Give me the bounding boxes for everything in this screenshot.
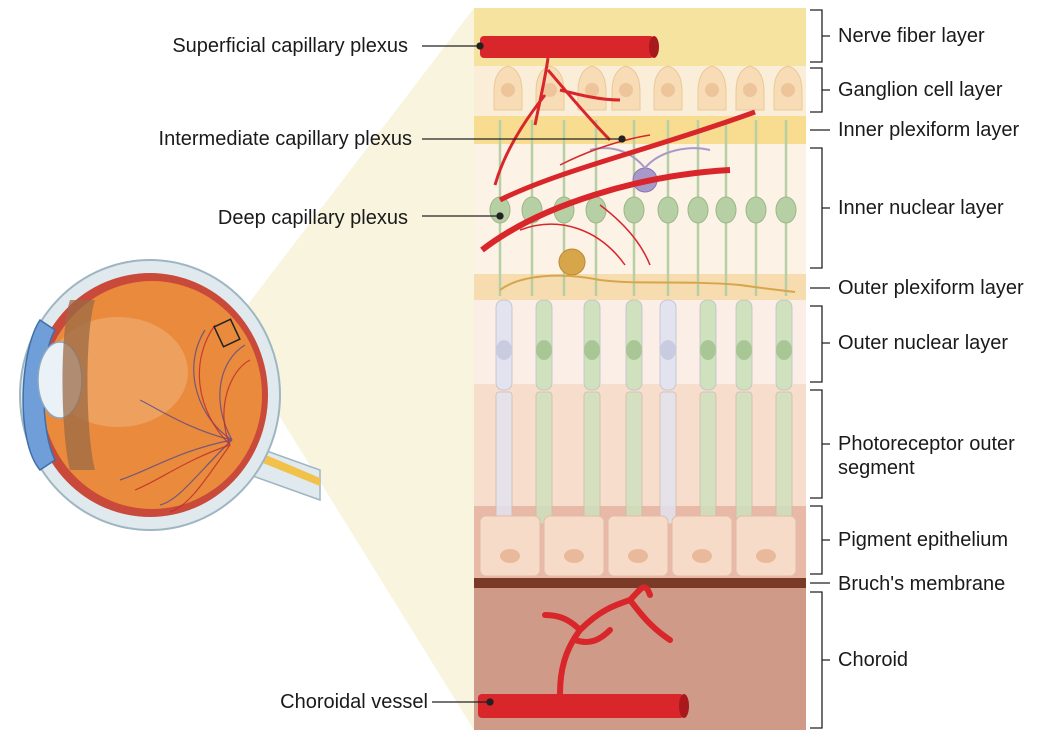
- photoreceptor-outer: [659, 391, 677, 525]
- ganglion-nucleus: [743, 83, 757, 97]
- ganglion-nucleus: [543, 83, 557, 97]
- superficial-vessel: [480, 36, 654, 58]
- right-brackets: [810, 9, 830, 729]
- photoreceptor-outer: [583, 391, 601, 525]
- label-choroidal-vessel: Choroidal vessel: [280, 691, 428, 713]
- rpe-nucleus: [692, 549, 712, 563]
- label-intermediate-capillary-plexus: Intermediate capillary plexus: [158, 128, 412, 150]
- photoreceptor-nucleus: [660, 340, 676, 360]
- left-leaders: [422, 42, 626, 706]
- superficial-branches: [493, 57, 621, 186]
- rpe-cell: [671, 515, 733, 577]
- rpe-nucleus: [628, 549, 648, 563]
- ganglion-nucleus: [619, 83, 633, 97]
- label-outer-nuclear-layer: Outer nuclear layer: [838, 332, 1009, 354]
- cells: [479, 65, 803, 577]
- zoom-box: [213, 318, 241, 348]
- photoreceptor-nucleus: [536, 340, 552, 360]
- photoreceptor-nucleus: [700, 340, 716, 360]
- label-superficial-capillary-plexus: Superficial capillary plexus: [172, 35, 408, 57]
- choroid-branches: [542, 584, 673, 697]
- layer-bm: [474, 578, 806, 588]
- photoreceptor-outer: [495, 391, 513, 525]
- ganglion-nucleus: [501, 83, 515, 97]
- photoreceptor-outer: [735, 391, 753, 525]
- ganglion-nucleus: [781, 83, 795, 97]
- choroidal-vessel-tube: [478, 694, 684, 718]
- rpe-nucleus: [756, 549, 776, 563]
- label-outer-plexiform-layer: Outer plexiform layer: [838, 277, 1024, 299]
- photoreceptor-nucleus: [584, 340, 600, 360]
- label-bruchs-membrane: Bruch's membrane: [838, 573, 1006, 595]
- label-pigment-epithelium: Pigment epithelium: [838, 529, 1009, 551]
- ganglion-nucleus: [661, 83, 675, 97]
- horizontal-cell: [558, 248, 586, 276]
- rpe-nucleus: [500, 549, 520, 563]
- label-photoreceptor-outer-segment: Photoreceptor outer segment: [838, 433, 1015, 479]
- bipolar-cell: [715, 196, 737, 224]
- label-ganglion-cell-layer: Ganglion cell layer: [838, 79, 1003, 101]
- photoreceptor-outer: [775, 391, 793, 525]
- rpe-cell: [607, 515, 669, 577]
- photoreceptor-nucleus: [776, 340, 792, 360]
- bipolar-cell: [775, 196, 797, 224]
- label-choroid: Choroid: [838, 649, 909, 671]
- horizontal-processes: [499, 274, 796, 293]
- ganglion-nucleus: [585, 83, 599, 97]
- rpe-cell: [543, 515, 605, 577]
- bipolar-cell: [745, 196, 767, 224]
- photoreceptor-outer: [625, 391, 643, 525]
- bipolar-cell: [657, 196, 679, 224]
- zoom-cone: [236, 8, 474, 730]
- intermediate-vessel: [498, 109, 756, 203]
- label-deep-capillary-plexus: Deep capillary plexus: [217, 207, 408, 229]
- photoreceptor-outer: [699, 391, 717, 525]
- rpe-nucleus: [564, 549, 584, 563]
- ganglion-nucleus: [705, 83, 719, 97]
- photoreceptor-nucleus: [736, 340, 752, 360]
- photoreceptor-nucleus: [626, 340, 642, 360]
- photoreceptor-nucleus: [496, 340, 512, 360]
- rpe-cell: [479, 515, 541, 577]
- label-nerve-fiber-layer: Nerve fiber layer: [838, 25, 985, 47]
- bipolar-cell: [687, 196, 709, 224]
- eyeball-illustration: [19, 259, 321, 531]
- bipolar-cell: [623, 196, 645, 224]
- photoreceptor-outer: [535, 391, 553, 525]
- label-inner-nuclear-layer: Inner nuclear layer: [838, 197, 1004, 219]
- bipolar-cell: [585, 196, 607, 224]
- rpe-cell: [735, 515, 797, 577]
- vessels: [478, 36, 756, 718]
- label-inner-plexiform-layer: Inner plexiform layer: [838, 119, 1020, 141]
- deep-vessel: [480, 167, 731, 253]
